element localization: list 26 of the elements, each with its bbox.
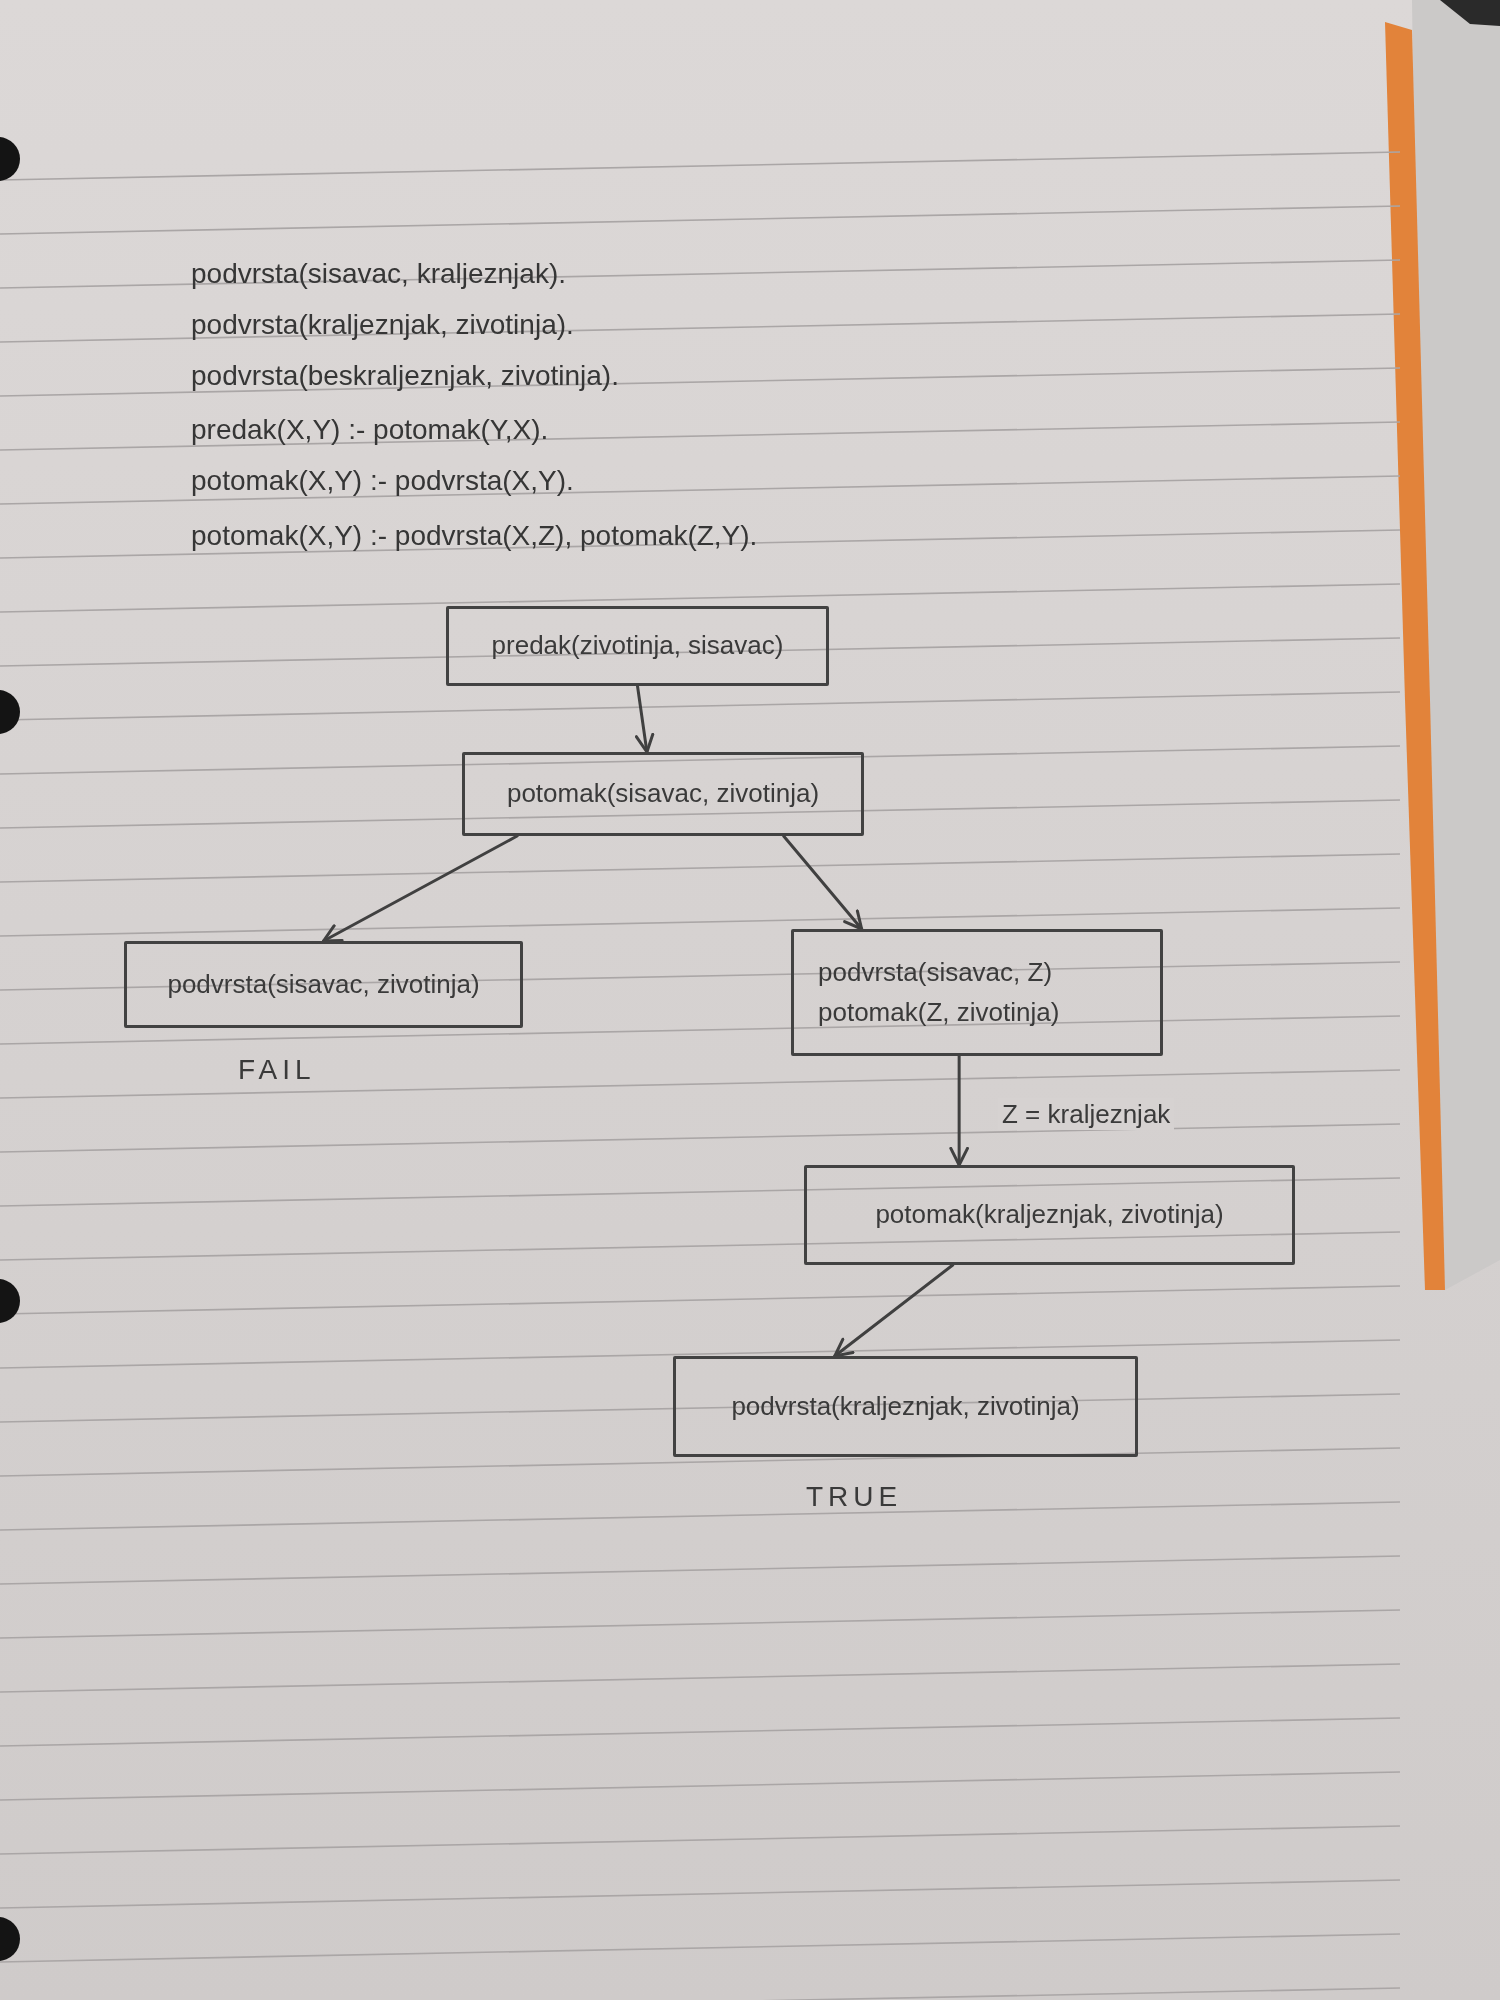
arrow bbox=[833, 1263, 955, 1358]
result-text: FAIL bbox=[238, 1053, 316, 1087]
arrow bbox=[322, 834, 519, 943]
code-line: podvrsta(beskraljeznjak, zivotinja). bbox=[191, 359, 619, 393]
code-line: predak(X,Y) :- potomak(Y,X). bbox=[191, 413, 549, 447]
arrow bbox=[782, 834, 864, 931]
goal-text: podvrsta(kraljeznjak, zivotinja) bbox=[731, 1390, 1080, 1423]
goal-text: potomak(Z, zivotinja) bbox=[818, 996, 1060, 1028]
goal-box bbox=[462, 752, 864, 836]
goal-box bbox=[791, 929, 1163, 1056]
code-line: potomak(X,Y) :- podvrsta(X,Z), potomak(Z,Y). bbox=[191, 519, 758, 553]
code-line: podvrsta(kraljeznjak, zivotinja). bbox=[191, 308, 574, 342]
arrow bbox=[634, 684, 655, 754]
goal-text: podvrsta(sisavac, zivotinja) bbox=[167, 968, 480, 1001]
goal-text: potomak(sisavac, zivotinja) bbox=[506, 778, 820, 810]
goal-box bbox=[804, 1165, 1295, 1265]
goal-text: potomak(kraljeznjak, zivotinja) bbox=[875, 1199, 1224, 1231]
result-text: TRUE bbox=[806, 1480, 903, 1514]
code-line: podvrsta(sisavac, kraljeznjak). bbox=[191, 257, 567, 291]
goal-text: podvrsta(sisavac, Z) bbox=[818, 957, 1053, 989]
goal-text: predak(zivotinja, sisavac) bbox=[491, 630, 784, 662]
goal-box bbox=[124, 941, 523, 1028]
goal-box bbox=[673, 1356, 1138, 1457]
code-line: potomak(X,Y) :- podvrsta(X,Y). bbox=[191, 464, 574, 498]
arrow bbox=[949, 1054, 969, 1167]
goal-box bbox=[446, 606, 829, 686]
